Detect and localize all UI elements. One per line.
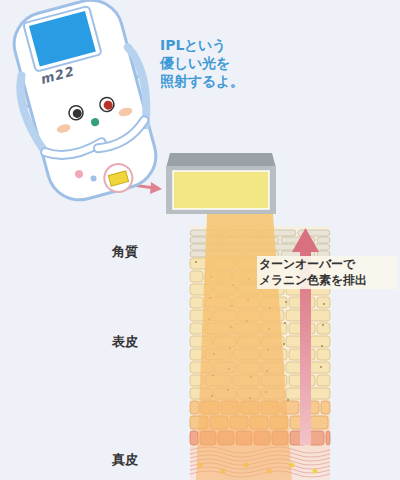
device-window — [108, 171, 128, 186]
skin-cell — [317, 237, 330, 243]
device-body — [7, 0, 163, 207]
ipl-device — [0, 0, 170, 211]
window-ring — [101, 161, 135, 195]
arrow-label: ターンオーバーで メラニン色素を排出 — [257, 256, 397, 289]
melanin — [285, 301, 287, 303]
melanin — [195, 261, 197, 263]
skin-cell — [190, 431, 198, 445]
arrow-head — [292, 228, 319, 252]
head-top — [166, 153, 276, 168]
skin-cell — [317, 375, 330, 386]
mouth — [90, 117, 100, 127]
layer-name: 角質 — [112, 244, 138, 261]
skin-cell — [310, 362, 330, 373]
light-beam — [196, 214, 292, 480]
device-screen — [29, 11, 96, 67]
layer-name: 表皮 — [112, 334, 138, 351]
eye — [67, 104, 84, 121]
skin-cell — [310, 416, 328, 429]
skin-cell — [190, 323, 203, 334]
melanin — [320, 366, 322, 368]
skin-cell — [190, 401, 199, 414]
skin-cell — [321, 401, 330, 414]
melanin — [283, 343, 285, 345]
head-window — [173, 171, 269, 209]
skin-cell — [190, 251, 207, 257]
skin-cell — [310, 388, 330, 399]
melanin — [322, 324, 324, 326]
skin-cell — [317, 349, 330, 360]
handpiece-head — [166, 153, 276, 214]
head-body — [166, 166, 276, 214]
speech-text: IPLという 優しい光を 照射するよ。 — [160, 36, 256, 91]
skin-cell — [326, 431, 330, 445]
melanin — [323, 303, 325, 305]
melanin — [287, 399, 289, 401]
cheek — [118, 106, 134, 117]
skin-cell — [310, 336, 330, 347]
device-logo: m22 — [39, 63, 77, 88]
skin-cell — [310, 310, 330, 321]
dermis-dot — [313, 469, 318, 474]
eye — [98, 96, 115, 113]
melanin — [284, 322, 286, 324]
skin-cell — [317, 297, 330, 308]
layer-name: 真皮 — [112, 452, 138, 469]
melanin — [321, 345, 323, 347]
skin-cell — [190, 297, 203, 308]
skin-cell — [190, 271, 203, 282]
cheek — [56, 123, 72, 134]
skin-cell — [317, 323, 330, 334]
skin-cell — [190, 237, 207, 243]
